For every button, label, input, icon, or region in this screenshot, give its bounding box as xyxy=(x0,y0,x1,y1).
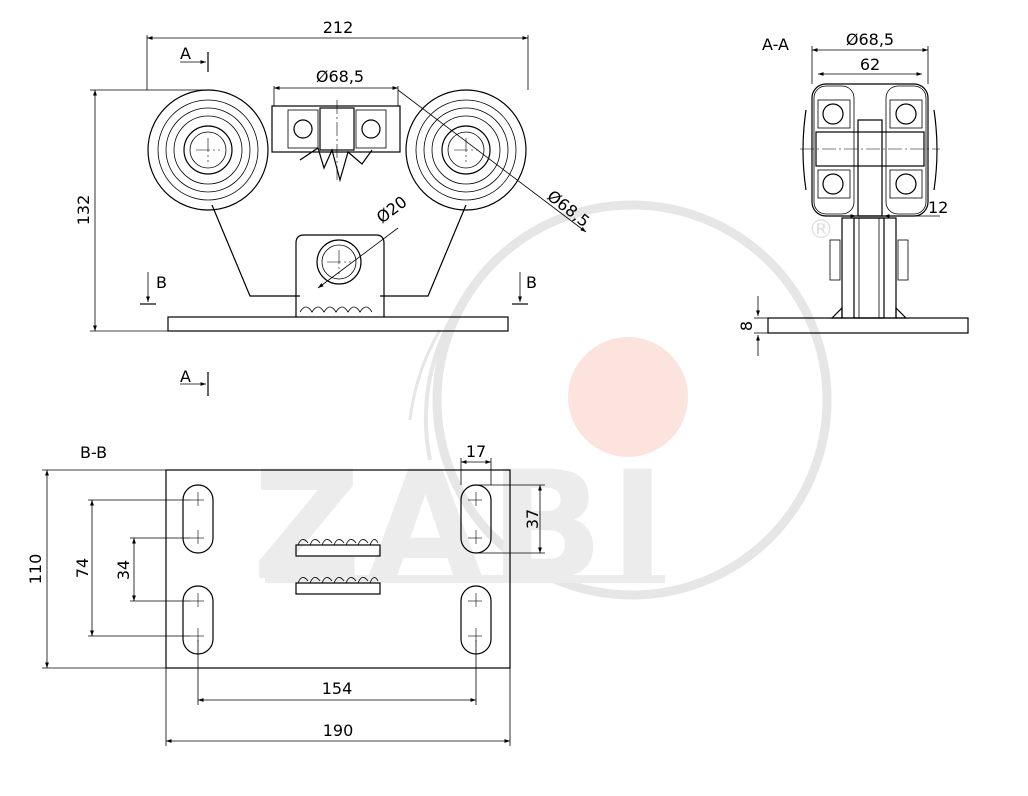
aa-web xyxy=(841,217,897,319)
dim-aa-outer-dia: Ø68,5 xyxy=(846,30,894,49)
dim-front-width: 212 xyxy=(323,18,354,37)
dim-bb-height: 110 xyxy=(26,554,45,585)
section-bb: B-B xyxy=(26,442,545,746)
dim-bb-width: 190 xyxy=(323,721,354,740)
section-marker-b-right: B xyxy=(512,272,537,305)
section-marker-a-bottom: A xyxy=(180,367,209,396)
front-wheel-right xyxy=(405,89,527,211)
aa-base-plate xyxy=(767,317,969,334)
front-view: 212 132 Ø68,5 Ø68,5 Ø20 A A xyxy=(74,18,593,396)
dim-bb-hole-pitch: 74 xyxy=(73,558,92,578)
dim-bb-slot-span: 37 xyxy=(523,509,542,529)
bb-weld-bars xyxy=(295,539,381,595)
front-bracket xyxy=(295,234,385,317)
dim-aa-web: 12 xyxy=(928,198,948,217)
dim-aa-width: 62 xyxy=(860,55,880,74)
dim-bb-slot-length: 34 xyxy=(114,560,133,580)
section-marker-a-top: A xyxy=(180,44,209,72)
front-body xyxy=(211,204,467,297)
dim-bb-hole-spacing: 154 xyxy=(322,679,353,698)
dim-front-middle-dia: Ø68,5 xyxy=(316,67,364,86)
front-wheel-left xyxy=(147,89,269,211)
section-aa-title: A-A xyxy=(762,35,789,54)
dim-bb-slot-width: 17 xyxy=(466,442,486,461)
watermark: ZABI ® xyxy=(253,200,834,614)
section-aa: A-A Ø68,5 xyxy=(737,30,969,356)
front-middle-wheel xyxy=(271,100,401,183)
section-marker-b-left: B xyxy=(140,272,167,305)
svg-text:B: B xyxy=(526,273,537,292)
svg-text:A: A xyxy=(180,367,191,386)
watermark-dot xyxy=(568,337,688,457)
section-bb-title: B-B xyxy=(80,443,107,462)
front-axle xyxy=(316,239,362,285)
svg-text:A: A xyxy=(180,44,191,63)
dim-front-axle-dia: Ø20 xyxy=(373,192,411,227)
front-base-plate xyxy=(167,316,509,332)
dim-aa-plate: 8 xyxy=(737,321,756,331)
watermark-brand: ZABI xyxy=(253,440,672,614)
aa-wheel xyxy=(811,83,929,217)
bb-plate xyxy=(165,469,511,669)
svg-text:B: B xyxy=(156,273,167,292)
dim-front-height: 132 xyxy=(74,195,93,226)
watermark-ring xyxy=(432,200,832,600)
bb-slot-top-left xyxy=(182,484,214,554)
